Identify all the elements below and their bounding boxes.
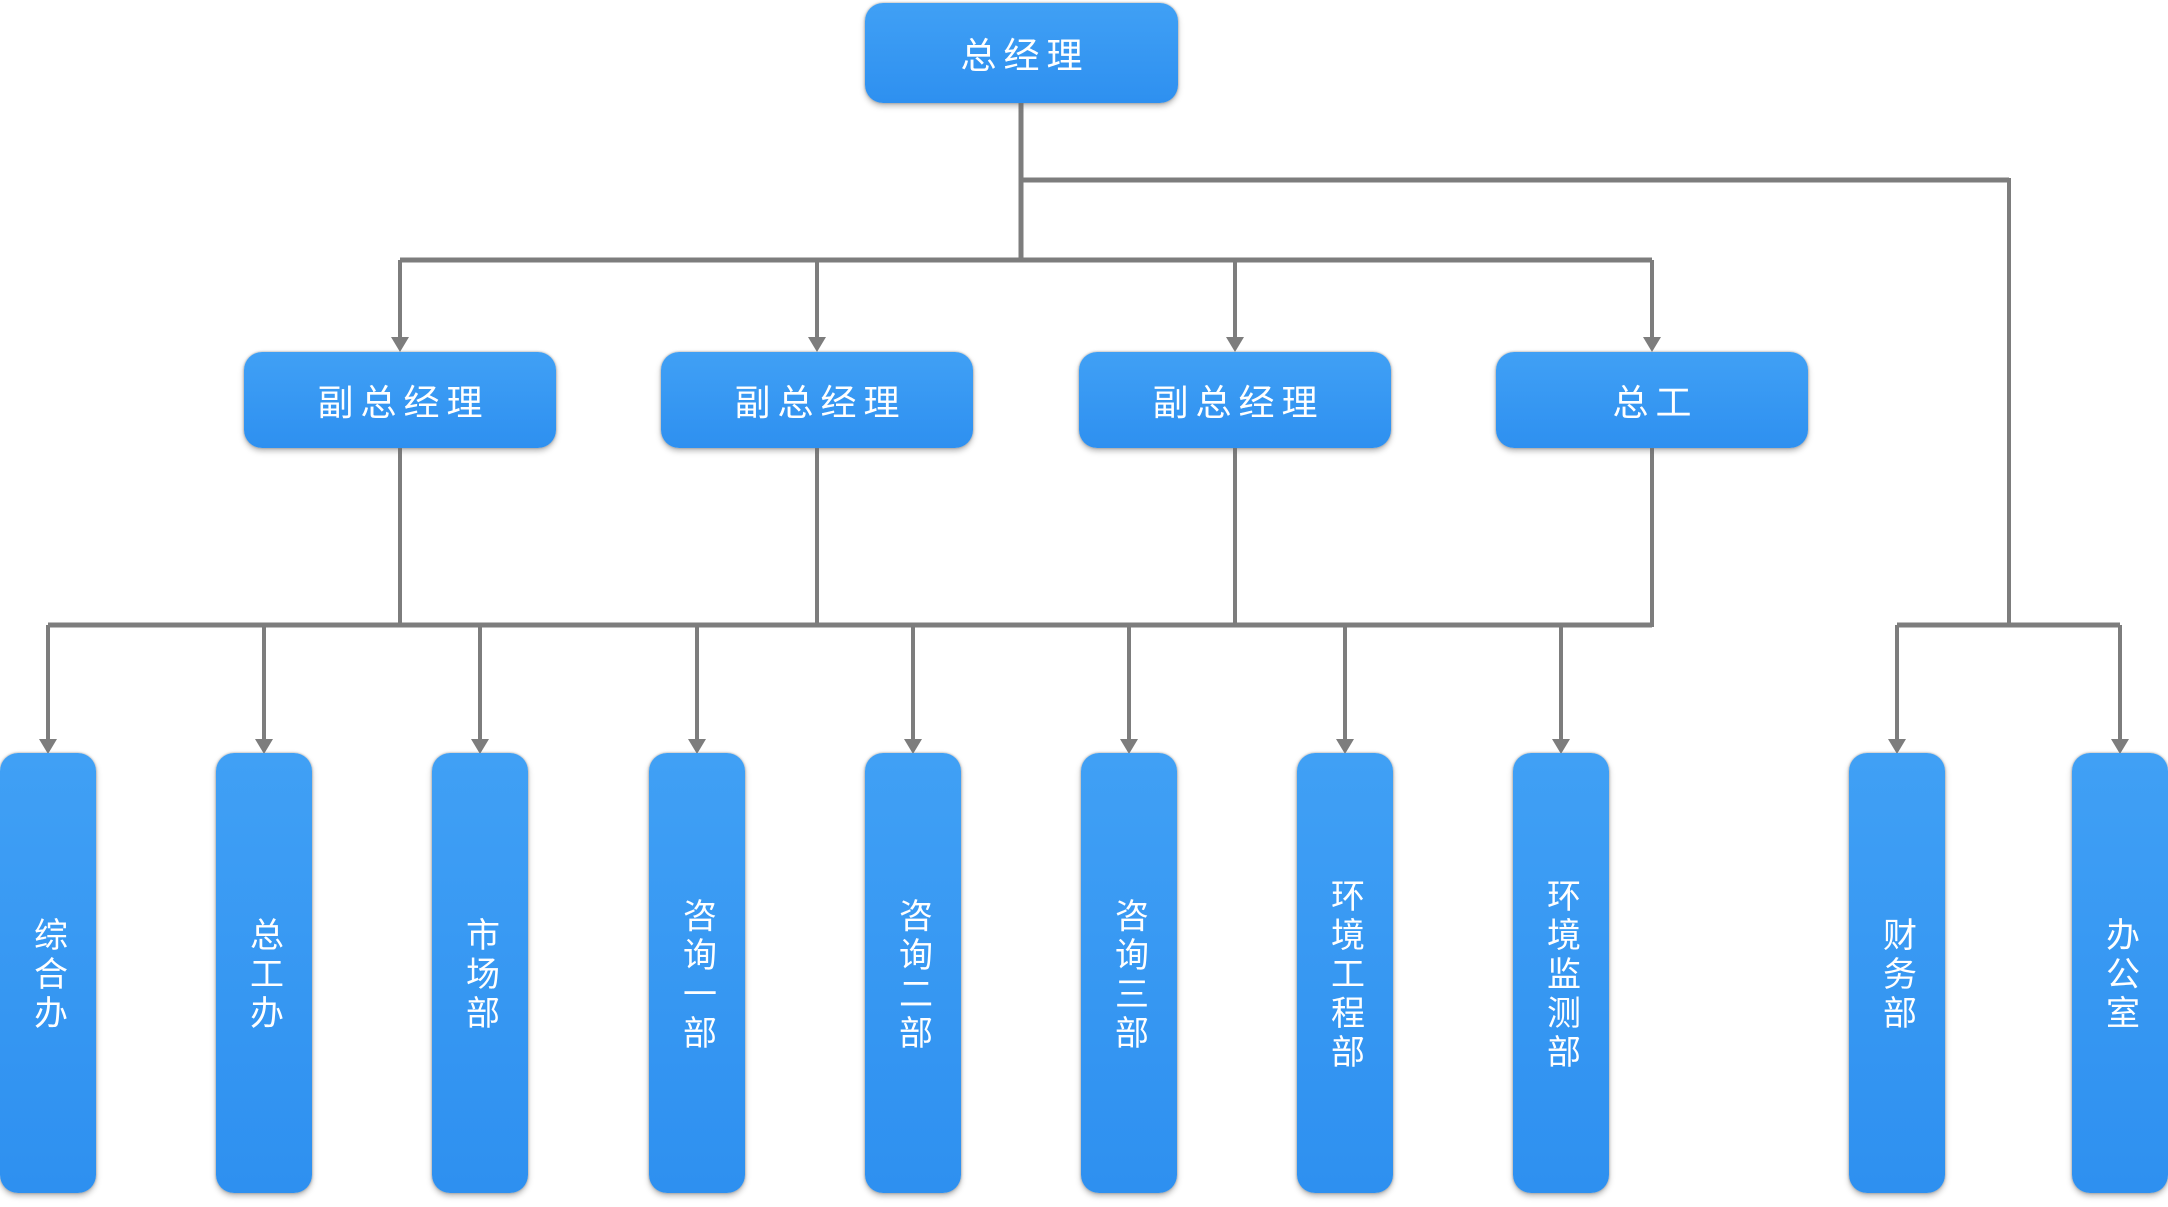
node-chief-engineer-office-label: 总工办 xyxy=(244,917,283,1034)
node-deputy-gm-3-label: 副总经理 xyxy=(1152,382,1325,423)
node-marketing-dept[interactable]: 市场部 xyxy=(432,753,528,1193)
node-deputy-gm-2-label: 副总经理 xyxy=(734,382,907,423)
node-general-office[interactable]: 综合办 xyxy=(0,753,96,1193)
node-consulting-dept-1-label: 咨询一部 xyxy=(677,897,716,1054)
node-env-monitoring-dept-label: 环境监测部 xyxy=(1541,878,1580,1073)
node-chief-engineer[interactable]: 总工 xyxy=(1496,352,1808,448)
node-office-label: 办公室 xyxy=(2100,917,2139,1034)
node-deputy-gm-1[interactable]: 副总经理 xyxy=(244,352,556,448)
node-deputy-gm-1-label: 副总经理 xyxy=(317,382,490,423)
node-deputy-gm-3[interactable]: 副总经理 xyxy=(1079,352,1391,448)
node-general-manager-label: 总经理 xyxy=(960,35,1090,76)
right-branch-connector xyxy=(1021,177,2011,627)
node-office[interactable]: 办公室 xyxy=(2072,753,2168,1193)
node-deputy-gm-2[interactable]: 副总经理 xyxy=(661,352,973,448)
node-general-office-label: 综合办 xyxy=(28,917,67,1034)
node-general-manager[interactable]: 总经理 xyxy=(865,3,1178,103)
node-env-engineering-dept[interactable]: 环境工程部 xyxy=(1297,753,1393,1193)
right-bus xyxy=(1888,622,2129,754)
department-bus xyxy=(39,622,1652,754)
node-consulting-dept-2-label: 咨询二部 xyxy=(893,897,932,1054)
level2-bus xyxy=(391,257,1661,352)
node-consulting-dept-1[interactable]: 咨询一部 xyxy=(649,753,745,1193)
node-finance-dept-label: 财务部 xyxy=(1877,917,1916,1034)
level2-drops xyxy=(398,448,1654,627)
node-chief-engineer-label: 总工 xyxy=(1612,382,1699,423)
node-env-engineering-dept-label: 环境工程部 xyxy=(1325,878,1364,1073)
node-env-monitoring-dept[interactable]: 环境监测部 xyxy=(1513,753,1609,1193)
node-finance-dept[interactable]: 财务部 xyxy=(1849,753,1945,1193)
node-consulting-dept-3[interactable]: 咨询三部 xyxy=(1081,753,1177,1193)
node-chief-engineer-office[interactable]: 总工办 xyxy=(216,753,312,1193)
node-marketing-dept-label: 市场部 xyxy=(460,917,499,1034)
node-consulting-dept-3-label: 咨询三部 xyxy=(1109,897,1148,1054)
node-consulting-dept-2[interactable]: 咨询二部 xyxy=(865,753,961,1193)
